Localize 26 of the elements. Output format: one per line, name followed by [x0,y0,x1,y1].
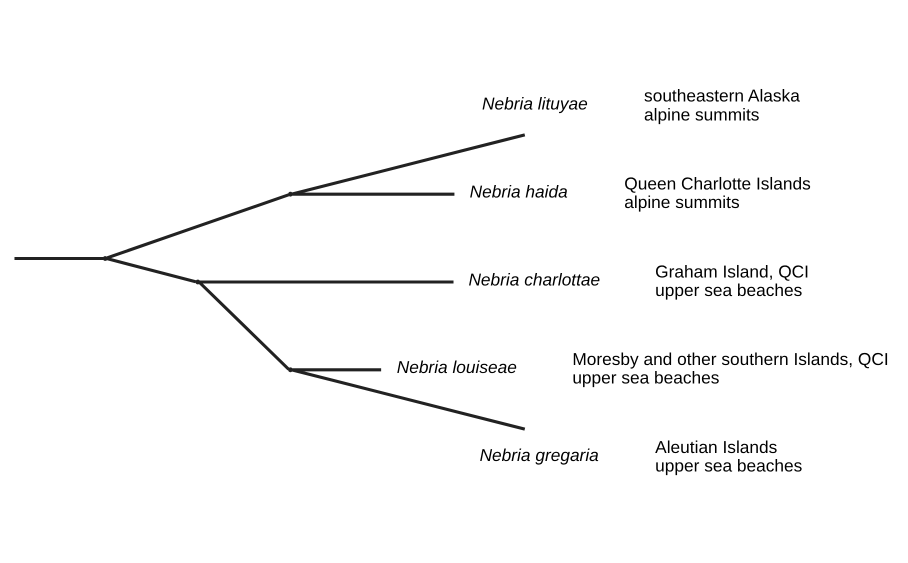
node-label: Aleutian Islands [655,436,778,456]
node-text: Nebria charlottae [468,268,600,289]
node-text: Nebria gregaria [480,444,599,464]
node-text: Nebria lituyae [482,93,588,114]
node-label: Graham Island, QCI [655,260,809,281]
node-label: upper sea beaches [655,454,802,475]
node-text: Nebria louiseae [396,356,517,377]
node-label: alpine summits [644,104,760,124]
node-point [288,191,293,196]
connector [292,368,382,371]
connector [292,132,526,196]
connector [106,192,290,259]
node-point [195,279,200,284]
connector [292,192,454,196]
node-label: southeastern Alaska [644,85,800,106]
node-point [288,366,293,372]
node-label: Queen Charlotte Islands [624,172,811,193]
node-text: Nebria haida [470,181,568,202]
connector [106,256,196,283]
connector [14,256,104,260]
connector [200,280,454,284]
connector [292,368,526,430]
node-label: alpine summits [624,192,740,212]
node-point [102,256,108,260]
node-label: Moresby and other southern Islands, QCI [572,348,889,369]
connector [198,280,290,370]
